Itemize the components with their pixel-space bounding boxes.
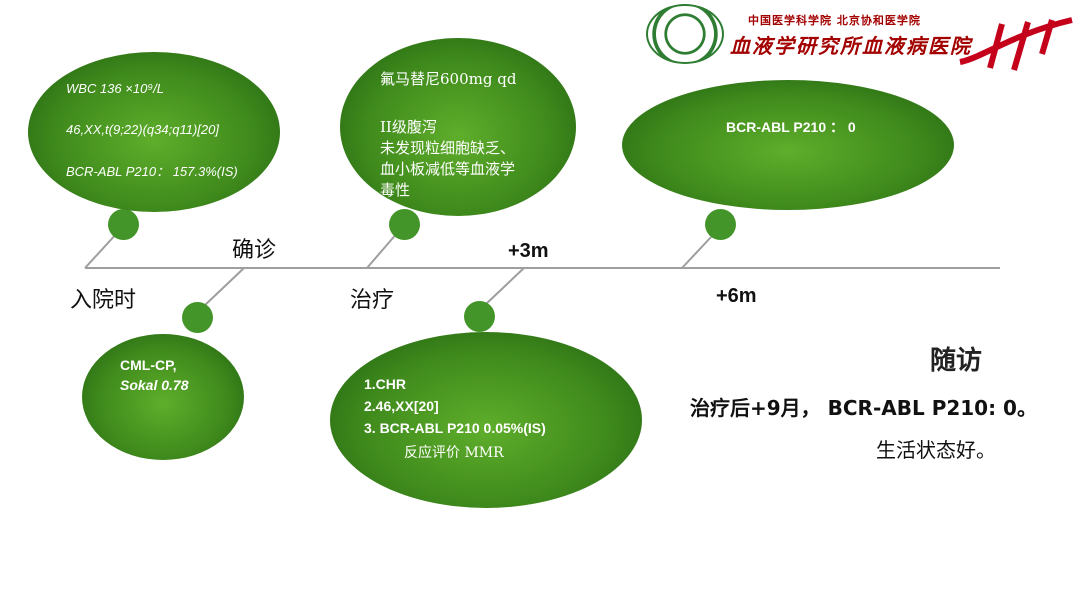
admission-wbc: WBC 136 ×10⁹/L [66,81,164,96]
bubble-3m: 1.CHR 2.46,XX[20] 3. BCR-ABL P210 0.05%(… [330,332,642,508]
month3-line4: 反应评价 MMR [404,445,504,461]
month3-line3: 3. BCR-ABL P210 0.05%(IS) [364,420,546,436]
treatment-line1: II级腹泻 [380,118,437,136]
month3-line1: 1.CHR [364,376,407,392]
diagnosis-line1: CML-CP, [120,357,177,373]
treatment-line3: 血小板减低等血液学 [380,160,516,178]
treatment-drug: 氟马替尼600mg qd [380,70,517,88]
admission-bcr-abl: BCR-ABL P210： 157.3%(IS) [66,164,238,179]
timeline-dot-6m [705,209,736,240]
bubble-6m: BCR-ABL P210 ： 0 [622,80,954,210]
bubble-diagnosis: CML-CP, Sokal 0.78 [82,334,244,460]
diagnosis-line2: Sokal 0.78 [120,377,189,393]
month3-line2: 2.46,XX[20] [364,398,439,414]
institution-seal-icon [646,4,724,64]
label-3m: +3m [508,240,549,262]
label-treatment: 治疗 [350,288,395,313]
hospital-logo-icon [959,17,1073,71]
timeline-dot-diagnosis [182,302,213,333]
followup-line2: 生活状态好。 [876,438,996,462]
bubble-treatment: 氟马替尼600mg qd II级腹泻 未发现粒细胞缺乏、 血小板减低等血液学 毒… [340,38,576,216]
institution-name-line2: 血液学研究所血液病医院 [730,34,972,58]
treatment-line2: 未发现粒细胞缺乏、 [380,139,516,157]
followup-title: 随访 [930,346,983,376]
treatment-line4: 毒性 [380,181,411,199]
label-diagnosis: 确诊 [232,238,277,263]
followup-line1: 治疗后+9月， BCR-ABL P210: 0。 [690,396,1037,420]
timeline-dot-3m [464,301,495,332]
institution-name-line1: 中国医学科学院 北京协和医学院 [748,14,921,27]
timeline-dot-admission [108,209,139,240]
label-admission: 入院时 [70,288,137,313]
admission-karyotype: 46,XX,t(9;22)(q34;q11)[20] [66,122,219,137]
month6-bcr-abl: BCR-ABL P210 ： 0 [726,119,856,135]
label-6m: +6m [716,285,757,307]
timeline-dot-treatment [389,209,420,240]
bubble-admission: WBC 136 ×10⁹/L 46,XX,t(9;22)(q34;q11)[20… [28,52,280,212]
